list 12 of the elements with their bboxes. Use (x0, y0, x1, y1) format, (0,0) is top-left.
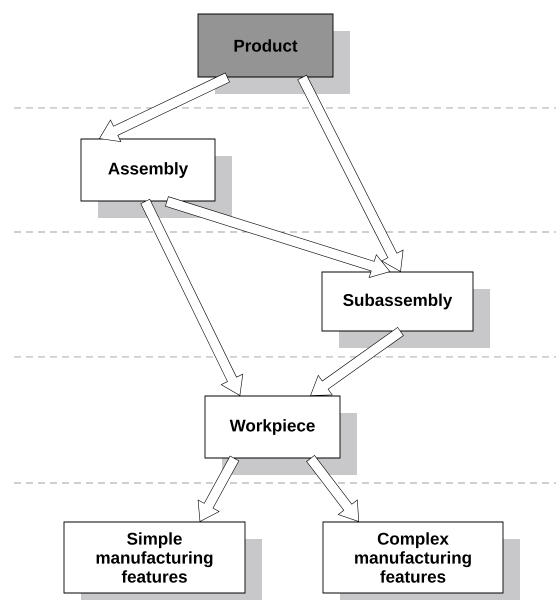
process-box: Subassembly (322, 272, 490, 348)
process-box: Workpiece (204, 396, 357, 475)
block-arrow (297, 74, 404, 272)
process-box: Complex manufacturing features (322, 522, 520, 600)
process-box: Assembly (80, 138, 232, 218)
process-box: Product (198, 14, 350, 94)
block-arrow (310, 326, 404, 396)
block-arrow (198, 456, 240, 522)
block-arrow (140, 198, 244, 396)
process-box: Simple manufacturing features (64, 522, 262, 600)
block-arrow (98, 72, 230, 142)
block-arrow (165, 196, 390, 278)
